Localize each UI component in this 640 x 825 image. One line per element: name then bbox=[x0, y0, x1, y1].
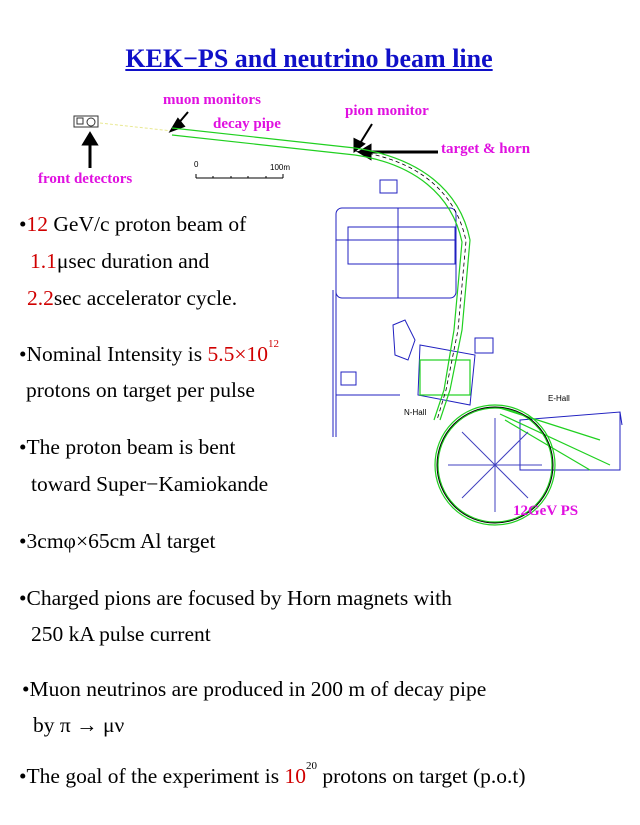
bullet-3-line-1: •The proton beam is bent bbox=[19, 435, 236, 459]
decay-pipe-label: decay pipe bbox=[213, 116, 281, 132]
bullet-2-line-2: protons on target per pulse bbox=[26, 378, 255, 402]
bullet-3-line-2: toward Super−Kamiokande bbox=[31, 472, 269, 496]
pion-monitor-label: pion monitor bbox=[345, 103, 429, 119]
n-hall-label: N-Hall bbox=[404, 408, 426, 417]
bullet-6-line-2: by π → μν bbox=[33, 713, 125, 737]
bullet-2-line-1: •Nominal Intensity is 5.5×1012 bbox=[19, 338, 279, 366]
bullet-7: •The goal of the experiment is 1020 prot… bbox=[19, 760, 526, 788]
ps-ring-label: 12GeV PS bbox=[513, 503, 579, 519]
target-horn-label: target & horn bbox=[441, 141, 531, 157]
bullet-5-line-2: 250 kA pulse current bbox=[31, 622, 211, 646]
bullet-4: •3cmφ×65cm Al target bbox=[19, 529, 216, 553]
bullet-1-line-3: 2.2sec accelerator cycle. bbox=[27, 286, 238, 310]
scale-zero-label: 0 bbox=[194, 160, 199, 169]
beam-line bbox=[171, 127, 611, 526]
bullet-1-line-1: •12 GeV/c proton beam of bbox=[19, 212, 247, 236]
scale-100m-label: 100m bbox=[270, 163, 290, 172]
muon-monitors-label: muon monitors bbox=[163, 92, 261, 108]
front-detectors-label: front detectors bbox=[38, 171, 133, 187]
bullet-5-line-1: •Charged pions are focused by Horn magne… bbox=[19, 586, 452, 610]
site-buildings bbox=[332, 179, 623, 471]
bullet-1-line-2: 1.1μsec duration and bbox=[30, 249, 210, 273]
ring-spokes bbox=[448, 418, 542, 512]
slide-title: KEK−PS and neutrino beam line bbox=[125, 44, 493, 73]
bullet-6-line-1: •Muon neutrinos are produced in 200 m of… bbox=[22, 677, 487, 701]
front-detector-icon bbox=[73, 115, 99, 128]
scale-bar: 0 100m bbox=[194, 160, 290, 179]
e-hall-label: E-Hall bbox=[548, 394, 570, 403]
